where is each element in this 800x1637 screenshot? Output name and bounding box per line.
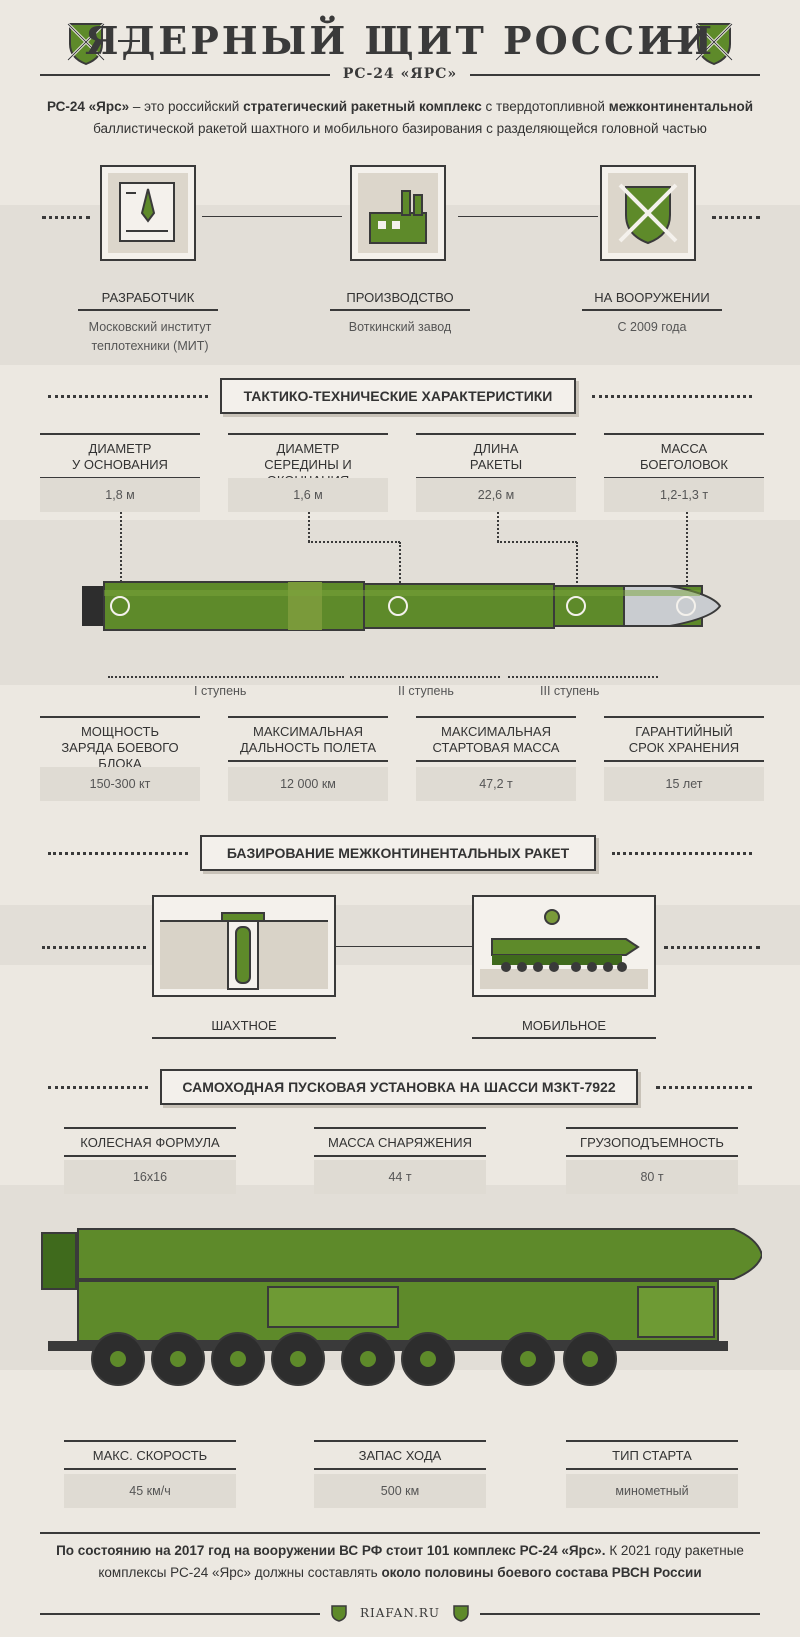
spec-value: 47,2 т [416, 767, 576, 801]
origin-value: Московский институт теплотехники (МИТ) [88, 320, 212, 353]
stage-bracket [350, 676, 500, 678]
subtitle-rule-right [470, 74, 760, 76]
section-dotline [612, 852, 752, 855]
section-dotline [48, 1086, 148, 1089]
shield-icon [331, 1605, 347, 1622]
origin-value: С 2009 года [617, 320, 687, 334]
spec-label: КОЛЕСНАЯ ФОРМУЛА [64, 1127, 236, 1157]
spec-value: 44 т [314, 1160, 486, 1194]
stage-bracket [508, 676, 658, 678]
spec-value: 1,2-1,3 т [604, 478, 764, 512]
leader-line [399, 542, 401, 602]
spec-value: 500 км [314, 1474, 486, 1508]
site-link[interactable]: RIAFAN.RU [359, 1606, 441, 1620]
crossed-swords-shield-icon [694, 22, 734, 66]
crossed-swords-shield-icon [600, 165, 696, 261]
footer-rule-left [40, 1613, 320, 1615]
spec-value: 15 лет [604, 767, 764, 801]
basing-band [0, 905, 800, 965]
origin-value: Воткинский завод [348, 320, 452, 334]
launcher-vehicle-illustration [41, 1228, 762, 1386]
section-dotline [592, 395, 752, 398]
crossed-swords-shield-icon [66, 22, 106, 66]
page-title: ЯДЕРНЫЙ ЩИТ РОССИИ [84, 18, 716, 63]
origin-connector [458, 216, 598, 217]
spec-label: МАКС. СКОРОСТЬ [64, 1440, 236, 1470]
footer-rule-top [40, 1532, 760, 1534]
spec-value: 22,6 м [416, 478, 576, 512]
basing-label: МОБИЛЬНОЕ [472, 1018, 656, 1039]
factory-icon [350, 165, 446, 261]
basing-connector [336, 946, 472, 947]
spec-value: 45 км/ч [64, 1474, 236, 1508]
basing-dotline-right [664, 946, 760, 949]
origin-title: НА ВООРУЖЕНИИ [582, 290, 722, 311]
leader-line [120, 512, 122, 602]
shield-icon [453, 1605, 469, 1622]
section-dotline [48, 395, 208, 398]
spec-value: 150-300 кт [40, 767, 200, 801]
leader-line [497, 512, 499, 542]
basing-label: ШАХТНОЕ [152, 1018, 336, 1039]
section-dotline [656, 1086, 752, 1089]
subtitle-rule-left [40, 74, 330, 76]
spec-label: МАССА СНАРЯЖЕНИЯ [314, 1127, 486, 1157]
section-dotline [48, 852, 188, 855]
leader-line [497, 541, 577, 543]
footer-rule-right [480, 1613, 760, 1615]
page-subtitle: РС-24 «ЯРС» [342, 66, 458, 82]
stage-label: III ступень [540, 684, 600, 698]
basing-dotline-left [42, 946, 146, 949]
stage-label: I ступень [194, 684, 247, 698]
spec-label: ЗАПАС ХОДА [314, 1440, 486, 1470]
spec-value: 80 т [566, 1160, 738, 1194]
spec-value: 1,8 м [40, 478, 200, 512]
title-rule-right [660, 40, 682, 42]
leader-line [686, 512, 688, 602]
silo-icon [152, 895, 336, 997]
origin-title: РАЗРАБОТЧИК [78, 290, 218, 311]
origin-title: ПРОИЗВОДСТВО [330, 290, 470, 311]
mobile-launcher-icon [472, 895, 656, 997]
spec-label: ТИП СТАРТА [566, 1440, 738, 1470]
basing-section-title: БАЗИРОВАНИЕ МЕЖКОНТИНЕНТАЛЬНЫХ РАКЕТ [200, 835, 596, 871]
origin-connector [202, 216, 342, 217]
leader-line [576, 542, 578, 602]
stage-label: II ступень [398, 684, 454, 698]
spec-value: 12 000 км [228, 767, 388, 801]
stage-bracket [108, 676, 344, 678]
launcher-section-title: САМОХОДНАЯ ПУСКОВАЯ УСТАНОВКА НА ШАССИ М… [160, 1069, 638, 1105]
leader-line [308, 541, 400, 543]
spec-value: 16x16 [64, 1160, 236, 1194]
missile-illustration [82, 581, 722, 631]
intro-text: РС-24 «Ярс» – это российский стратегичес… [46, 99, 754, 136]
footer-text: По состоянию на 2017 год на вооружении В… [56, 1543, 744, 1580]
spec-value: минометный [566, 1474, 738, 1508]
origin-dotline-left [42, 216, 90, 219]
title-rule-left [118, 40, 140, 42]
tth-section-title: ТАКТИКО-ТЕХНИЧЕСКИЕ ХАРАКТЕРИСТИКИ [220, 378, 576, 414]
leader-line [308, 512, 310, 542]
spec-label: ГРУЗОПОДЪЕМНОСТЬ [566, 1127, 738, 1157]
origin-dotline-right [712, 216, 760, 219]
drafting-icon [100, 165, 196, 261]
spec-value: 1,6 м [228, 478, 388, 512]
